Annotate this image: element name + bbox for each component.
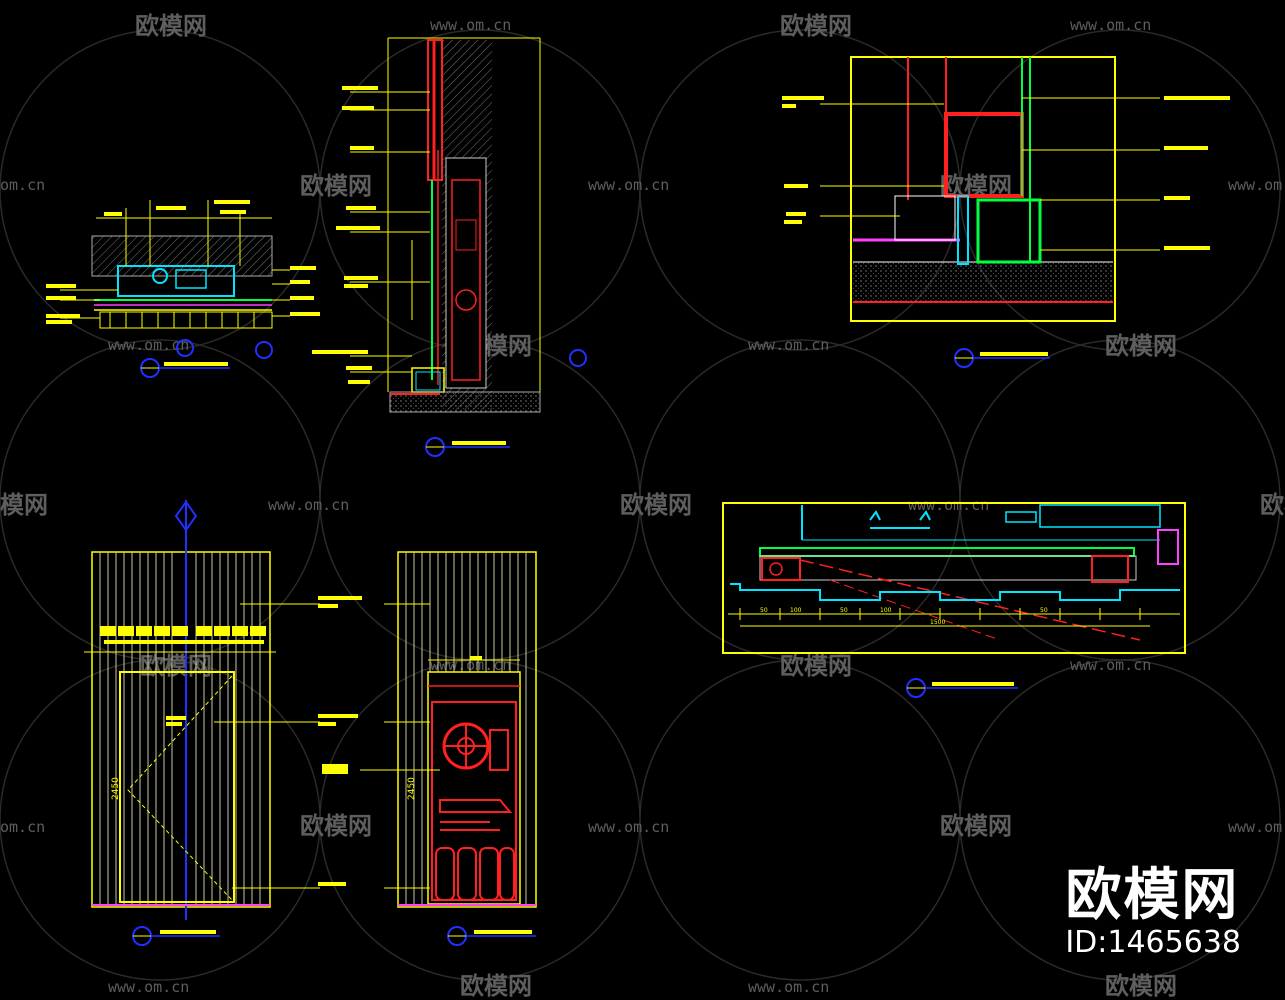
watermark-brand: 欧模网 <box>300 812 372 840</box>
elevation-left: 2450 <box>84 500 362 946</box>
watermark-url: www.om.cn <box>108 336 189 354</box>
watermark-brand: 欧模网 <box>140 652 212 680</box>
watermark-brand: 欧模网 <box>780 12 852 40</box>
watermark-brand-partial: 模网 <box>0 491 48 519</box>
watermark-brand: 欧模网 <box>780 652 852 680</box>
watermark-brand: 欧模网 <box>300 172 372 200</box>
watermark-url: www.om.cn <box>1070 16 1151 34</box>
watermark-url: www.om.cn <box>268 496 349 514</box>
watermark-brand: 欧模网 <box>1260 491 1285 519</box>
watermark-brand: 欧模网 <box>620 491 692 519</box>
section-detail-2 <box>312 37 587 457</box>
section-detail-1 <box>46 200 320 378</box>
watermark-circle-pattern <box>0 29 1281 981</box>
dimension-label: 100 <box>880 607 892 614</box>
watermark-brand: 欧模网 <box>1105 332 1177 360</box>
watermark-url: www.om.cn <box>1070 656 1151 674</box>
watermark-brand: 欧模网 <box>460 972 532 1000</box>
dimension-height: 2450 <box>111 777 121 800</box>
dimension-label: 50 <box>1040 607 1048 614</box>
watermark-brand: 欧模网 <box>135 12 207 40</box>
watermark-brand: 欧模网 <box>1105 972 1177 1000</box>
elevation-cabinet: 2450 <box>322 551 537 946</box>
watermark-url-partial: om.cn <box>0 176 45 194</box>
watermark-url: www.om.cn <box>1228 818 1285 836</box>
watermark-url: www.om.cn <box>1228 176 1285 194</box>
dimension-height: 2450 <box>407 777 417 800</box>
dimension-label: 1500 <box>930 619 945 626</box>
watermark-url: www.om.cn <box>908 496 989 514</box>
asset-id: ID:1465638 <box>1065 925 1241 960</box>
watermark-url: www.om.cn <box>430 16 511 34</box>
dimension-label: 100 <box>790 607 802 614</box>
watermark-url: www.om.cn <box>748 978 829 996</box>
watermark-url: www.om.cn <box>588 176 669 194</box>
watermark-url: www.om.cn <box>108 978 189 996</box>
dimension-label: 50 <box>840 607 848 614</box>
section-ceiling: 50 100 50 100 50 1500 <box>722 502 1186 698</box>
watermarks: 欧模网 欧模网 欧模网 欧模网 欧模网 欧模网 欧模网 欧模网 欧模网 欧模网 … <box>0 12 1285 1000</box>
section-detail-3 <box>782 56 1230 368</box>
brand-badge: 欧模网 ID:1465638 <box>1065 866 1241 960</box>
dimension-label: 50 <box>760 607 768 614</box>
watermark-url: www.om.cn <box>588 818 669 836</box>
watermark-url-partial: om.cn <box>0 818 45 836</box>
brand-logo-text: 欧模网 <box>1065 863 1240 928</box>
watermark-brand: 欧模网 <box>940 812 1012 840</box>
watermark-url: www.om.cn <box>748 336 829 354</box>
